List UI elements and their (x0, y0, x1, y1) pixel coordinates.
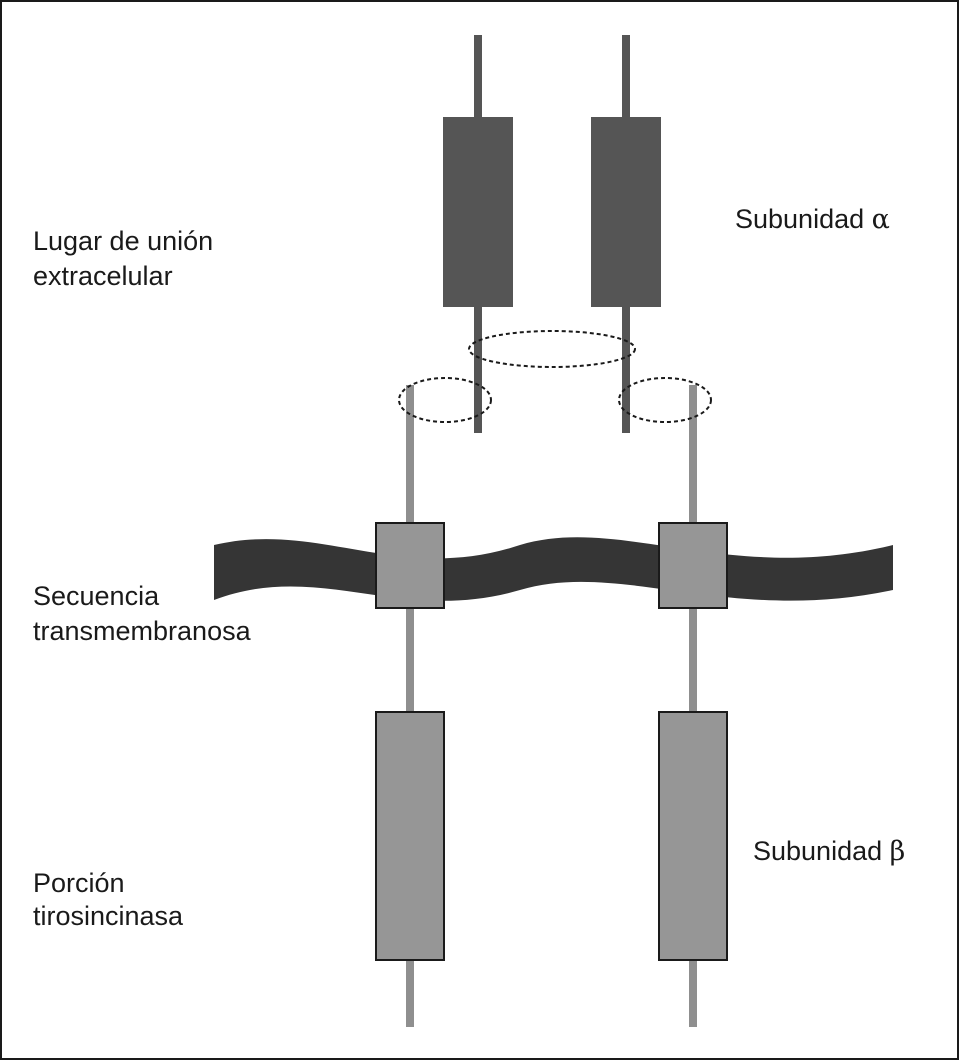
kinase-domain-left (375, 711, 445, 961)
label-alpha-subunit: Subunidad α (735, 204, 890, 235)
label-beta-symbol: β (890, 836, 906, 867)
transmembrane-segment-left (375, 522, 445, 609)
disulfide-bond-alpha-beta-right (618, 377, 712, 423)
label-transmembrane-line2: transmembranosa (33, 616, 252, 646)
label-alpha-text: Subunidad (735, 204, 872, 234)
label-alpha-symbol: α (872, 204, 890, 235)
alpha-domain-right (591, 117, 661, 307)
kinase-domain-right (658, 711, 728, 961)
label-kinase-line2: tirosincinasa (33, 901, 184, 931)
alpha-domain-left (443, 117, 513, 307)
label-beta-subunit: Subunidad β (753, 836, 905, 867)
label-beta-text: Subunidad (753, 836, 890, 866)
label-binding-site-line2: extracelular (33, 261, 173, 291)
disulfide-bond-alpha-beta-left (398, 377, 492, 423)
transmembrane-segment-right (658, 522, 728, 609)
label-binding-site-line1: Lugar de unión (33, 226, 213, 256)
label-kinase-line1: Porción (33, 868, 125, 898)
label-transmembrane-line1: Secuencia (33, 581, 160, 611)
disulfide-bond-alpha-alpha (468, 330, 636, 368)
